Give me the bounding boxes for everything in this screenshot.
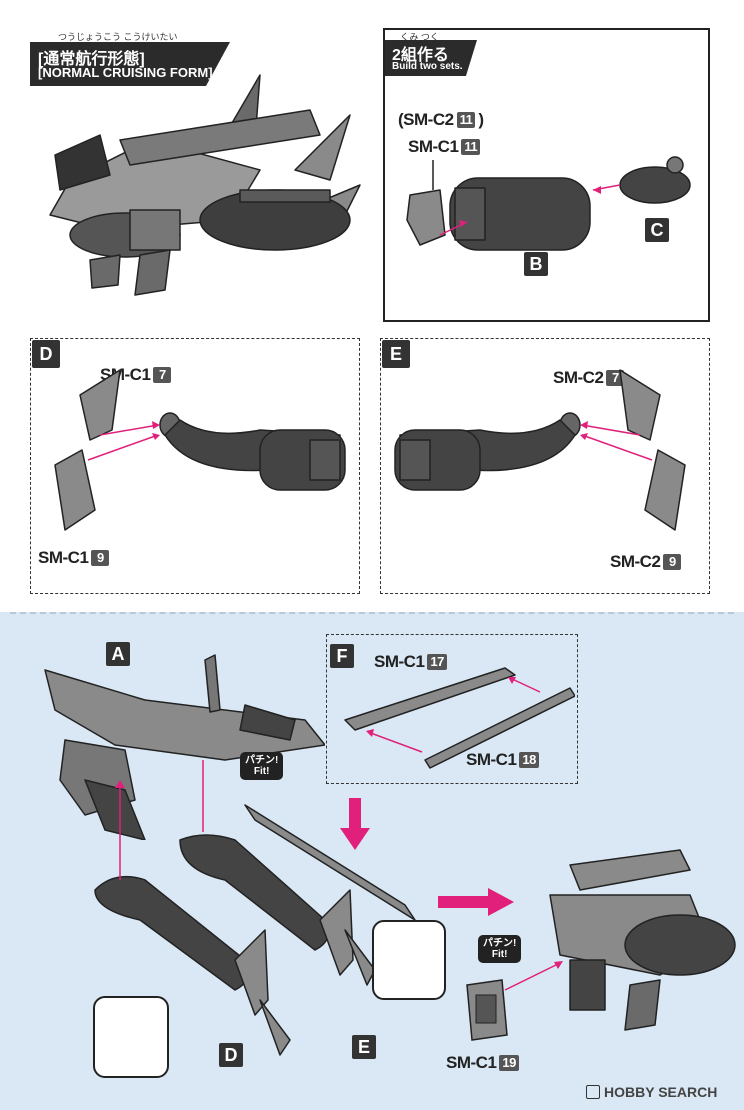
panel-e-tag: E [382, 340, 410, 368]
part-number: 11 [456, 112, 476, 128]
assembly-tag-d: D [219, 1043, 243, 1067]
panel-d-tag: D [32, 340, 60, 368]
panel-d-diagram [54, 369, 346, 531]
build-sets-tag [385, 40, 477, 76]
fit-callout-2: パチン! Fit! [478, 935, 522, 963]
part-label-sm-c2-11: (SM-C2 11 ) [398, 110, 484, 130]
panel-f [326, 634, 578, 784]
detail-inset-d [93, 996, 169, 1078]
part-code: SM-C2 [553, 368, 604, 387]
final-fit-arrow [504, 961, 563, 991]
form-title-banner [30, 42, 230, 86]
assembly-main-body [44, 654, 325, 840]
part-number: 7 [153, 367, 172, 383]
panel-d-label-bottom: SM-C1 9 [38, 548, 110, 568]
part-tag-b: B [524, 252, 548, 276]
build-sets-title-en: Build two sets. [392, 61, 463, 72]
part-label-sm-c1-11: SM-C1 11 [408, 137, 481, 157]
part-code: SM-C1 [374, 652, 425, 671]
panel-f-diagram [344, 667, 575, 769]
part-number: 18 [519, 752, 539, 768]
watermark-logo: HOBBY SEARCH [586, 1084, 717, 1100]
panel-e-diagram [394, 369, 686, 531]
panel-e [380, 338, 710, 594]
part-code: SM-C1 [446, 1053, 497, 1072]
panel-d [30, 338, 360, 594]
part-close-paren: ) [478, 110, 484, 129]
part-number: 17 [427, 654, 447, 670]
part-code: SM-C1 [466, 750, 517, 769]
part-number: 9 [91, 550, 110, 566]
build-sets-title-ja: 2組作る [392, 47, 449, 64]
fit-text-en: Fit! [491, 949, 508, 960]
build-sets-diagram [406, 156, 691, 251]
panel-f-tag: F [330, 644, 354, 668]
panel-e-label-bottom: SM-C2 9 [610, 552, 682, 572]
fit-text-en: Fit! [253, 766, 270, 777]
fit-callout-1: パチン! Fit! [240, 752, 284, 780]
form-title-ja: [通常航行形態] [38, 51, 145, 68]
panel-f-label-bottom: SM-C1 18 [466, 750, 539, 770]
part-code: SM-C1 [38, 548, 89, 567]
final-part-small [466, 979, 508, 1041]
assembly-tag-e: E [352, 1035, 376, 1059]
final-ship-illustration [549, 849, 736, 1031]
build-two-sets-panel [383, 28, 710, 322]
watermark-icon [586, 1085, 600, 1099]
arrow-down-icon [340, 798, 370, 850]
part-number: 11 [461, 139, 481, 155]
arrow-right-icon [438, 888, 514, 916]
final-part-label: SM-C1 19 [446, 1053, 519, 1073]
form-ruby: つうじょうこう こうけいたい [58, 32, 178, 42]
form-title-en: [NORMAL CRUISING FORM] [38, 65, 213, 80]
part-number: 19 [499, 1055, 519, 1071]
assembly-pods-diagram [94, 760, 416, 1056]
part-number: 9 [663, 554, 682, 570]
part-code: SM-C2 [610, 552, 661, 571]
panel-f-label-top: SM-C1 17 [374, 652, 447, 672]
detail-inset-e [372, 920, 446, 1000]
build-sets-ruby: くみ つく [400, 32, 439, 42]
part-code: (SM-C2 [398, 110, 454, 129]
fit-text-ja: パチン! [245, 755, 279, 766]
fit-text-ja: パチン! [483, 938, 517, 949]
watermark-text: HOBBY SEARCH [604, 1084, 718, 1100]
section-divider [10, 612, 734, 614]
assembly-tag-a: A [106, 642, 130, 666]
part-tag-c: C [645, 218, 669, 242]
part-code: SM-C1 [408, 137, 459, 156]
cruising-form-illustration [49, 74, 361, 296]
